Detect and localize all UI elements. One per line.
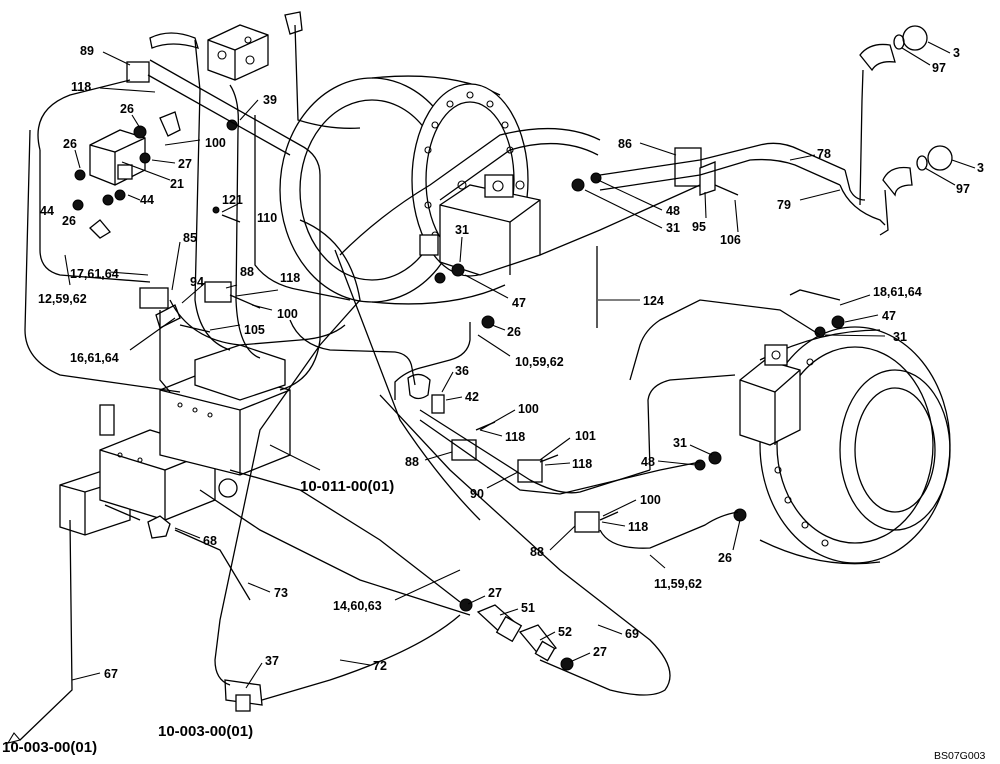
callout: 106: [720, 233, 741, 247]
callout: 73: [274, 586, 288, 600]
hose-lines: [19, 24, 889, 741]
callout: 31: [893, 330, 907, 344]
callout: 88: [405, 455, 419, 469]
left-reference: 10-003-00(01): [2, 739, 97, 756]
callout: 67: [104, 667, 118, 681]
callout: 31: [673, 436, 687, 450]
callout: 47: [882, 309, 896, 323]
callout: 88: [240, 265, 254, 279]
callout: 18,61,64: [873, 285, 922, 299]
callout: 89: [80, 44, 94, 58]
callout: 3: [953, 46, 960, 60]
callout: 105: [244, 323, 265, 337]
callout: 94: [190, 275, 204, 289]
callout: 3: [977, 161, 984, 175]
callout: 88: [530, 545, 544, 559]
callout: 118: [280, 271, 300, 285]
callout: 26: [718, 551, 732, 565]
callout: 118: [572, 457, 592, 471]
callout: 44: [140, 193, 154, 207]
callout: 11,59,62: [654, 577, 702, 591]
callout: 97: [956, 182, 970, 196]
leader-lines: [6, 41, 976, 744]
callout: 17,61,64: [70, 267, 119, 281]
callout: 48: [641, 455, 655, 469]
callout: 51: [521, 601, 535, 615]
callout: 124: [643, 294, 664, 308]
callout: 78: [817, 147, 831, 161]
callout: 31: [666, 221, 680, 235]
callout: 12,59,62: [38, 292, 87, 306]
callout: 118: [71, 80, 91, 94]
callout: 21: [170, 177, 184, 191]
valve-reference: 10-011-00(01): [300, 478, 394, 495]
callout: 42: [465, 390, 479, 404]
top-left-fittings: [72, 11, 303, 239]
bottom-reference: 10-003-00(01): [158, 723, 253, 740]
callout: 86: [618, 137, 632, 151]
callout: 26: [63, 137, 77, 151]
callout: 72: [373, 659, 387, 673]
diagram-code: BS07G003: [934, 750, 986, 762]
callout: 68: [203, 534, 217, 548]
travel-motor-upper: [279, 75, 541, 305]
callout: 95: [692, 220, 706, 234]
control-valve-assembly: [59, 344, 291, 539]
callout: 27: [488, 586, 502, 600]
callout: 27: [593, 645, 607, 659]
callout: 10,59,62: [515, 355, 564, 369]
callout: 37: [265, 654, 279, 668]
callout: 26: [120, 102, 134, 116]
callout: 118: [505, 430, 525, 444]
callout: 16,61,64: [70, 351, 119, 365]
callout: 110: [257, 211, 277, 225]
callout: 97: [932, 61, 946, 75]
callout: 48: [666, 204, 680, 218]
callout: 26: [62, 214, 76, 228]
callout: 44: [40, 204, 54, 218]
travel-motor-lower: [739, 326, 951, 565]
callout: 85: [183, 231, 197, 245]
callout: 27: [178, 157, 192, 171]
callout: 39: [263, 93, 277, 107]
callout: 36: [455, 364, 469, 378]
callout: 31: [455, 223, 469, 237]
callout: 100: [518, 402, 539, 416]
callout: 14,60,63: [333, 599, 382, 613]
callout: 26: [507, 325, 521, 339]
callout: 47: [512, 296, 526, 310]
clamps-and-bolts: [139, 147, 845, 671]
tee-fitting: [224, 679, 263, 712]
callout: 100: [277, 307, 298, 321]
right-elbow-fittings: [859, 25, 953, 197]
callout: 118: [628, 520, 648, 534]
callout: 90: [470, 487, 484, 501]
quick-couplers: [476, 604, 558, 662]
callout: 101: [575, 429, 596, 443]
callout: 79: [777, 198, 791, 212]
callout-labels: 89 118 26 26 100 27 21 44 44 26 39 121 1…: [38, 44, 984, 681]
callout: 52: [558, 625, 572, 639]
callout: 121: [222, 193, 243, 207]
callout: 100: [205, 136, 226, 150]
callout: 100: [640, 493, 661, 507]
callout: 69: [625, 627, 639, 641]
